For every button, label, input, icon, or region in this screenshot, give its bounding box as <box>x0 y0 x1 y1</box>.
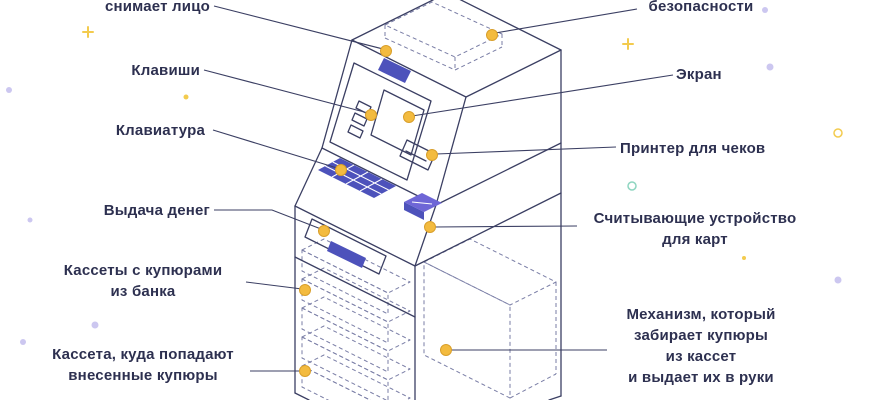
label-receipt-printer: Принтер для чеков <box>620 140 766 157</box>
label-security: безопасности <box>648 0 754 15</box>
dot-icon <box>20 339 26 345</box>
ring-icon <box>833 128 843 138</box>
label-cash-out: Выдача денег <box>103 202 210 219</box>
card-reader <box>404 193 442 220</box>
marker-cash-out <box>318 225 330 237</box>
receipt-printer-slot <box>399 139 436 171</box>
function-key <box>347 124 364 139</box>
ring-icon <box>627 181 637 191</box>
dot-icon <box>6 87 12 93</box>
dot-icon <box>91 321 99 329</box>
dot-icon <box>834 276 842 284</box>
marker-mechanism <box>440 344 452 356</box>
atm-outline <box>294 0 562 400</box>
plus-icon <box>622 38 634 50</box>
marker-deposit-cassette <box>299 365 311 377</box>
label-keyboard: Клавиатура <box>115 122 205 139</box>
security-camera-box <box>384 1 503 71</box>
marker-face-camera <box>380 45 392 57</box>
dot-icon <box>183 94 189 100</box>
label-deposit-cassette: Кассета, куда попадают внесенные купюры <box>52 346 234 384</box>
marker-security-camera <box>486 29 498 41</box>
marker-card-reader <box>424 221 436 233</box>
cash-dispenser <box>304 218 387 275</box>
callout-lines <box>203 5 674 372</box>
dot-icon <box>742 256 746 260</box>
screen-panel <box>329 58 432 181</box>
label-card-reader: Считывающие устройство для карт <box>593 210 797 248</box>
dot-icon <box>27 217 33 223</box>
dot-icon <box>762 7 768 13</box>
dot-icon <box>766 63 774 71</box>
label-screen: Экран <box>676 66 722 83</box>
label-banknote-mechanism: Механизм, который забирает купюры из кас… <box>626 306 776 386</box>
function-key <box>351 112 368 127</box>
decorations <box>6 7 843 345</box>
screen-recess <box>329 62 432 181</box>
label-keys: Клавиши <box>131 62 200 79</box>
keypad <box>318 158 396 198</box>
marker-printer <box>426 149 438 161</box>
banknote-mechanism-box <box>423 238 557 399</box>
label-face-camera: снимает лицо <box>104 0 210 15</box>
marker-keyboard <box>335 164 347 176</box>
screen <box>370 89 425 156</box>
face-camera <box>378 58 411 83</box>
plus-icon <box>82 26 94 38</box>
marker-cassettes <box>299 284 311 296</box>
marker-screen <box>403 111 415 123</box>
marker-keys <box>365 109 377 121</box>
callout-markers <box>299 29 498 377</box>
label-bank-cassettes: Кассеты с купюрами из банка <box>63 262 223 300</box>
